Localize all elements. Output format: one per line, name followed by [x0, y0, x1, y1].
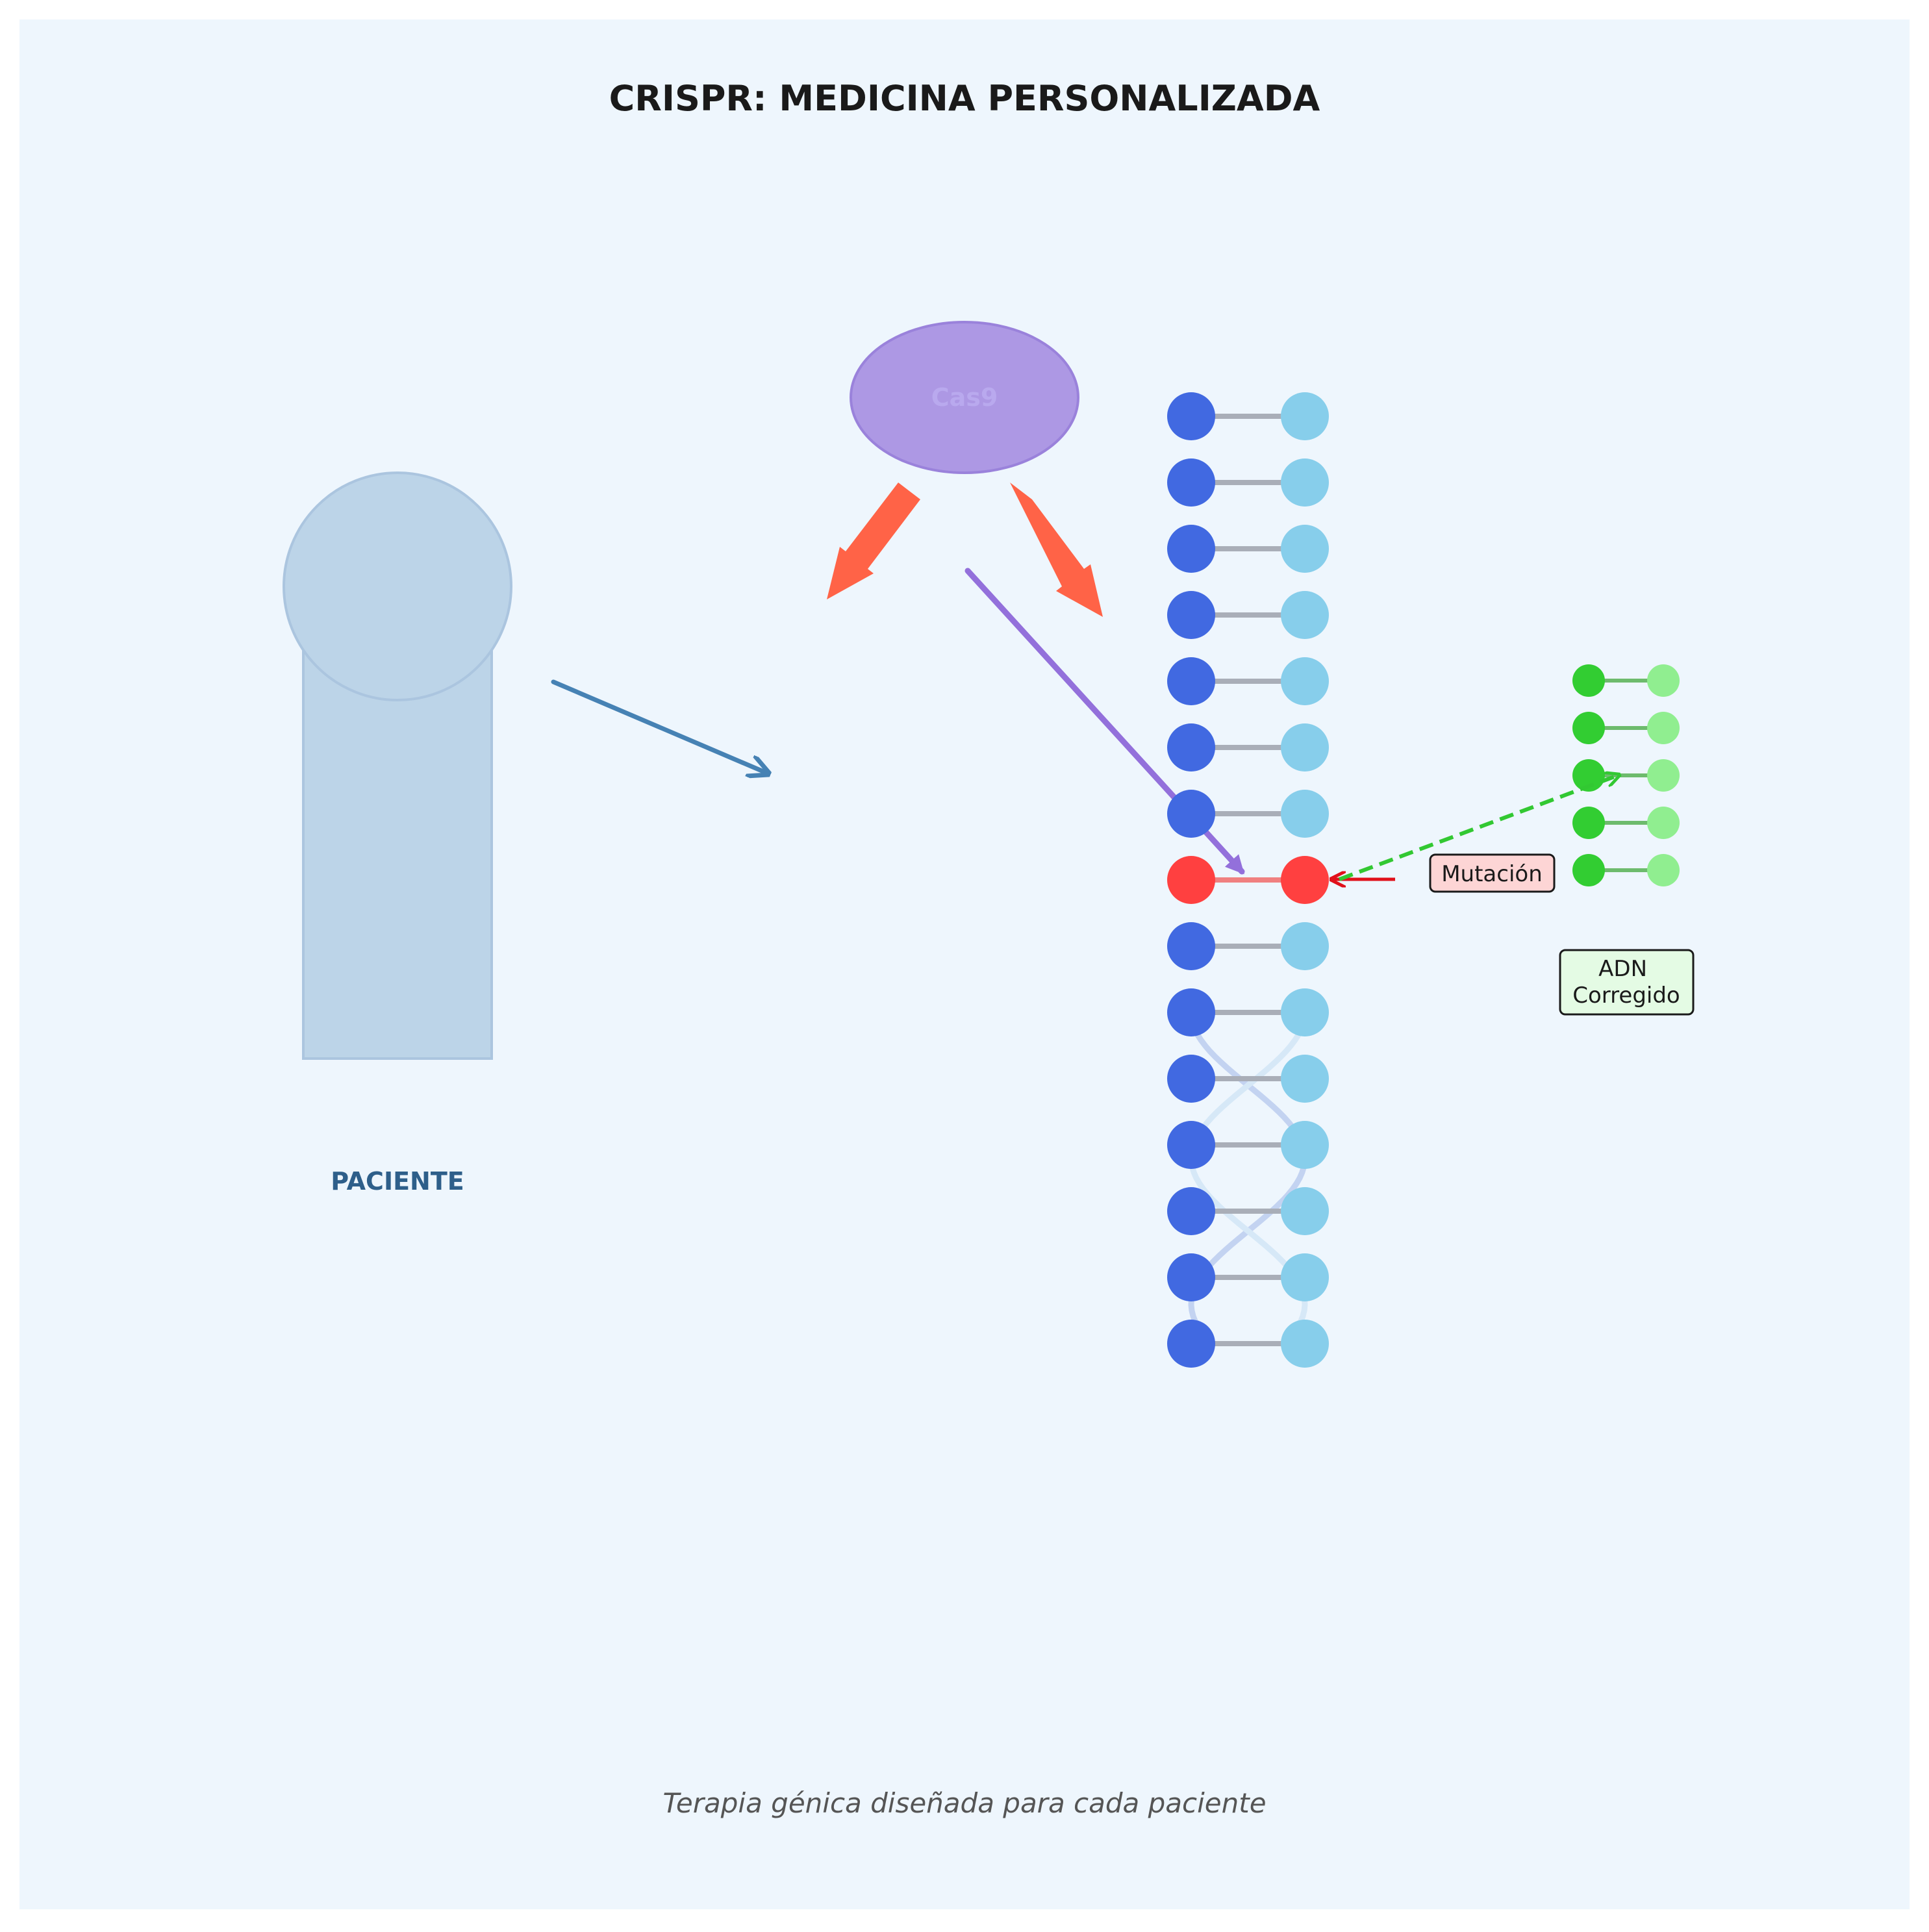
corrected-dna-label-line2: Corregido	[1572, 983, 1680, 1009]
dna-base-left	[1167, 790, 1215, 838]
dna-base-left	[1167, 1320, 1215, 1368]
dna-base-right	[1281, 723, 1329, 772]
dna-base-right	[1281, 657, 1329, 705]
dna-base-right	[1281, 1253, 1329, 1301]
corrected-dna-ladder	[1572, 664, 1680, 886]
patient-head	[283, 471, 512, 701]
dna-base-left	[1167, 657, 1215, 705]
dna-base-right	[1281, 790, 1329, 838]
dna-base-left	[1167, 988, 1215, 1036]
dna-base-left	[1167, 1187, 1215, 1235]
diagram-title: CRISPR: MEDICINA PERSONALIZADA	[609, 78, 1320, 119]
dna-base-right	[1281, 1187, 1329, 1235]
corrected-base-right	[1647, 712, 1680, 744]
corrected-base-left	[1572, 759, 1605, 792]
dna-base-left	[1167, 1253, 1215, 1301]
dna-base-right	[1281, 1320, 1329, 1368]
mutation-label: Mutación	[1441, 861, 1543, 887]
dna-base-left	[1167, 922, 1215, 970]
corrected-base-right	[1647, 854, 1680, 886]
dna-base-right	[1281, 458, 1329, 507]
dna-base-left	[1167, 723, 1215, 772]
mutated-base-left	[1167, 856, 1215, 904]
cut-arrow-left	[827, 483, 920, 599]
cut-arrow-right	[1010, 483, 1103, 617]
dna-base-right	[1281, 591, 1329, 639]
corrected-dna-label: ADN Corregido	[1572, 956, 1680, 1009]
corrected-base-left	[1572, 712, 1605, 744]
corrected-base-left	[1572, 854, 1605, 886]
corrected-base-left	[1572, 807, 1605, 839]
dna-base-right	[1281, 922, 1329, 970]
patient-arrow	[551, 679, 766, 773]
dna-base-left	[1167, 1121, 1215, 1169]
patient-label: PACIENTE	[331, 1167, 464, 1196]
dna-base-left	[1167, 525, 1215, 573]
corrected-dna-label-line1: ADN	[1598, 956, 1647, 982]
mutated-base-right	[1281, 856, 1329, 904]
correction-arrow	[1338, 775, 1618, 881]
dna-base-right	[1281, 1121, 1329, 1169]
dna-base-left	[1167, 1055, 1215, 1103]
dna-base-left	[1167, 392, 1215, 440]
dna-ladder	[1167, 392, 1329, 1368]
corrected-base-right	[1647, 807, 1680, 839]
cas9-enzyme	[850, 321, 1079, 474]
dna-base-right	[1281, 1055, 1329, 1103]
corrected-base-right	[1647, 664, 1680, 697]
cas9-label: Cas9	[931, 383, 998, 412]
patient-figure	[283, 471, 512, 1060]
dna-base-left	[1167, 591, 1215, 639]
dna-base-right	[1281, 988, 1329, 1036]
mutation-label-box	[1429, 853, 1556, 893]
dna-base-right	[1281, 525, 1329, 573]
diagram-subtitle: Terapia génica diseñada para cada pacien…	[662, 1787, 1266, 1819]
dna-base-left	[1167, 458, 1215, 507]
corrected-base-left	[1572, 664, 1605, 697]
dna-base-right	[1281, 392, 1329, 440]
corrected-dna-label-box	[1559, 949, 1695, 1016]
corrected-base-right	[1647, 759, 1680, 792]
